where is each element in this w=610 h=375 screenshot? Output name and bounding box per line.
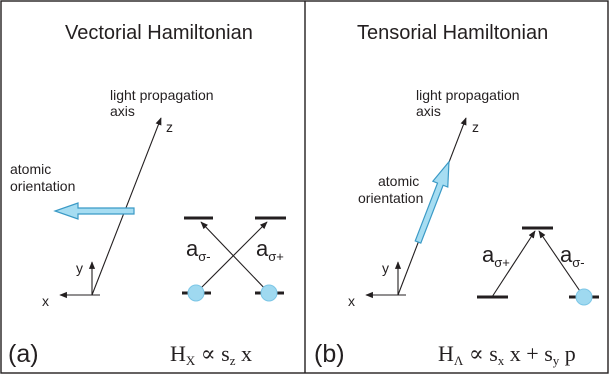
panel-a-title: Vectorial Hamiltonian	[65, 22, 253, 44]
panel-b-propagation-label-line2: axis	[416, 103, 441, 119]
panel-a-orientation-label-line2: orientation	[10, 178, 75, 194]
panel-a-propagation-label-line2: axis	[110, 103, 135, 119]
panel-a-z-label: z	[166, 119, 173, 135]
panel-a: Vectorial Hamiltonian light propagation …	[8, 22, 286, 368]
panel-b: Tensorial Hamiltonian light propagation …	[314, 22, 599, 368]
panel-b-x-label: x	[348, 293, 355, 309]
panel-b-orientation-arrow	[414, 159, 450, 244]
panel-b-atom	[575, 288, 593, 306]
panel-a-propagation-label-line1: light propagation	[110, 87, 214, 103]
panel-a-coupling-minus: aσ-	[186, 236, 211, 264]
panel-b-orientation-label-line1: atomic	[378, 173, 419, 189]
panel-a-coupling-plus: aσ+	[256, 236, 284, 264]
panel-a-orientation-label-line1: atomic	[10, 161, 51, 177]
panel-b-orientation-label-line2: orientation	[358, 190, 423, 206]
panel-a-transition-sigma-plus	[195, 221, 268, 294]
panel-b-coupling-plus: aσ+	[482, 242, 510, 270]
panel-b-formula: HΛ ∝ sx x + sy p	[438, 341, 576, 368]
panel-b-z-label: z	[472, 119, 479, 135]
panel-a-z-axis	[91, 117, 162, 296]
panel-b-transition-sigma-plus	[491, 230, 536, 298]
panel-a-x-label: x	[42, 293, 49, 309]
panel-b-propagation-label-line1: light propagation	[416, 87, 520, 103]
panel-a-label: (a)	[8, 340, 39, 368]
panel-a-transition-sigma-minus	[200, 221, 270, 294]
panel-a-atom-left	[187, 284, 205, 302]
panel-b-coupling-minus: aσ-	[560, 242, 585, 270]
panel-b-transition-sigma-minus	[538, 230, 585, 298]
panel-b-label: (b)	[314, 340, 345, 368]
panel-a-atom-right	[260, 284, 278, 302]
panel-a-formula: HX ∝ sz x	[170, 341, 252, 368]
panel-b-y-label: y	[382, 260, 389, 276]
panel-a-orientation-arrow	[53, 202, 135, 220]
panel-b-title: Tensorial Hamiltonian	[357, 22, 548, 44]
panel-a-y-label: y	[76, 260, 83, 276]
